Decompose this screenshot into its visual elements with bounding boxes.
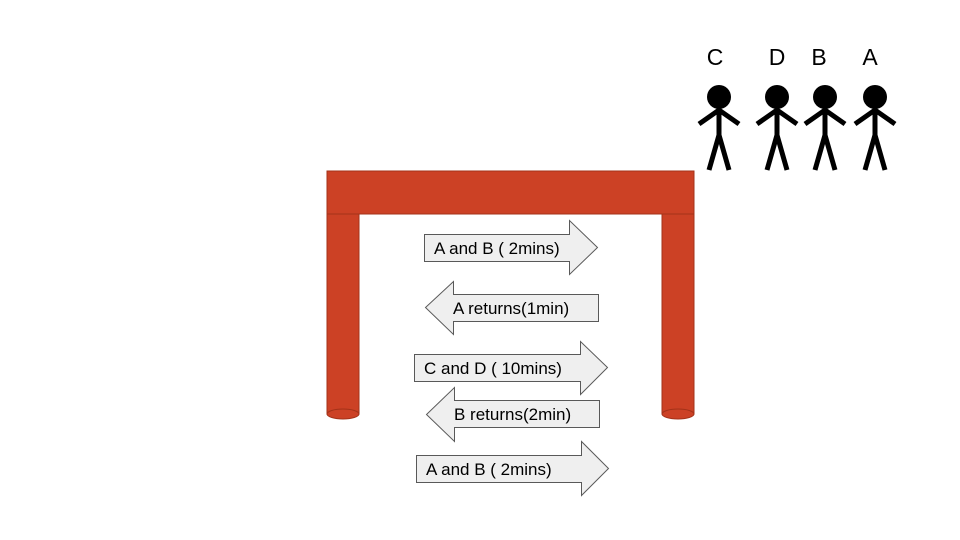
bridge-right-pillar-base (661, 408, 695, 420)
bridge-left-pillar (326, 204, 360, 415)
person-label-d: D (769, 44, 786, 70)
step-1-right-arrow: A and B ( 2mins) (424, 219, 599, 276)
person-label-a: A (862, 44, 878, 70)
bridge-deck (326, 170, 695, 215)
bridge-left-pillar-base (326, 408, 360, 420)
step-3-right-arrow: C and D ( 10mins) (414, 340, 609, 396)
bridge (326, 170, 695, 420)
step-2-left-arrow: A returns(1min) (424, 280, 599, 336)
step-4-left-arrow: B returns(2min) (425, 386, 600, 443)
step-1-label: A and B ( 2mins) (434, 239, 560, 258)
step-5-right-arrow: A and B ( 2mins) (416, 440, 610, 497)
person-label-c: C (707, 44, 724, 70)
stick-figure-c-icon (697, 85, 741, 171)
person-label-b: B (811, 44, 826, 70)
stick-figure-a-icon (853, 85, 897, 171)
step-2-label: A returns(1min) (453, 299, 569, 318)
step-3-label: C and D ( 10mins) (424, 359, 562, 378)
crossing-steps: A and B ( 2mins) A returns(1min) C and D… (414, 219, 610, 497)
stick-figure-d-icon (755, 85, 799, 171)
stick-figure-b-icon (803, 85, 847, 171)
people-group: C D B A (697, 44, 897, 171)
step-4-label: B returns(2min) (454, 405, 571, 424)
step-5-label: A and B ( 2mins) (426, 460, 552, 479)
bridge-right-pillar (661, 204, 695, 415)
